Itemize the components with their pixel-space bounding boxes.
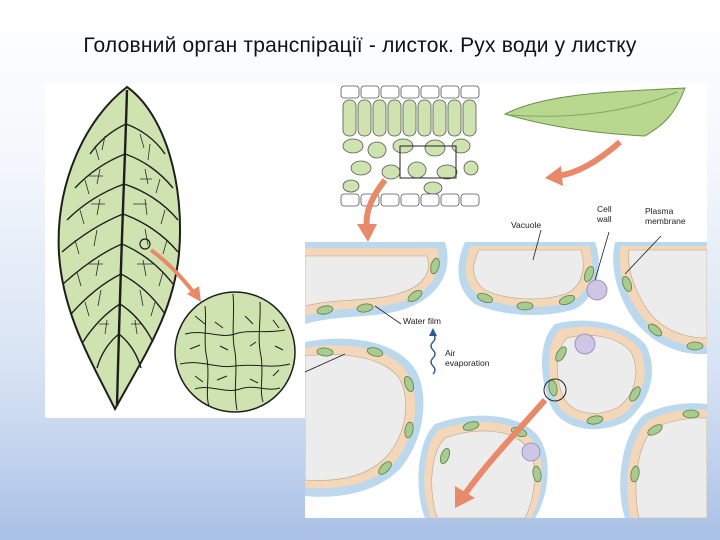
label-leaders [304,229,662,373]
leaf-secondary-veins [61,123,179,369]
palisade-layer [342,99,477,137]
mesophyll-cells [304,242,708,519]
evaporation-site-marker [543,378,567,402]
label-vacuole: Vacuole [511,220,541,230]
magnified-venation-network [179,293,291,411]
leaf-venation-illustration [57,85,296,413]
magnify-arrow [149,248,197,296]
lower-epidermis [340,193,480,207]
label-water-film: Water film [403,316,441,326]
leaf-cross-section [340,84,481,208]
cross-section-zoom-box [399,145,457,179]
leaf-reticulate-veins [74,133,168,335]
leaf-venation-panel [45,84,305,418]
leaf-blade [57,85,182,412]
leaf-midrib [115,89,129,407]
arrow-leaf-to-section [556,139,622,179]
upper-epidermis [340,85,480,99]
air-evaporation-squiggle [430,333,436,375]
leaf-profile [503,87,686,137]
nuclei [521,279,608,462]
chloroplasts [316,257,704,483]
arrow-to-next-detail [462,398,548,496]
slide-title: Головний орган транспірації - листок. Ру… [83,34,637,57]
magnified-area-marker [139,238,151,250]
